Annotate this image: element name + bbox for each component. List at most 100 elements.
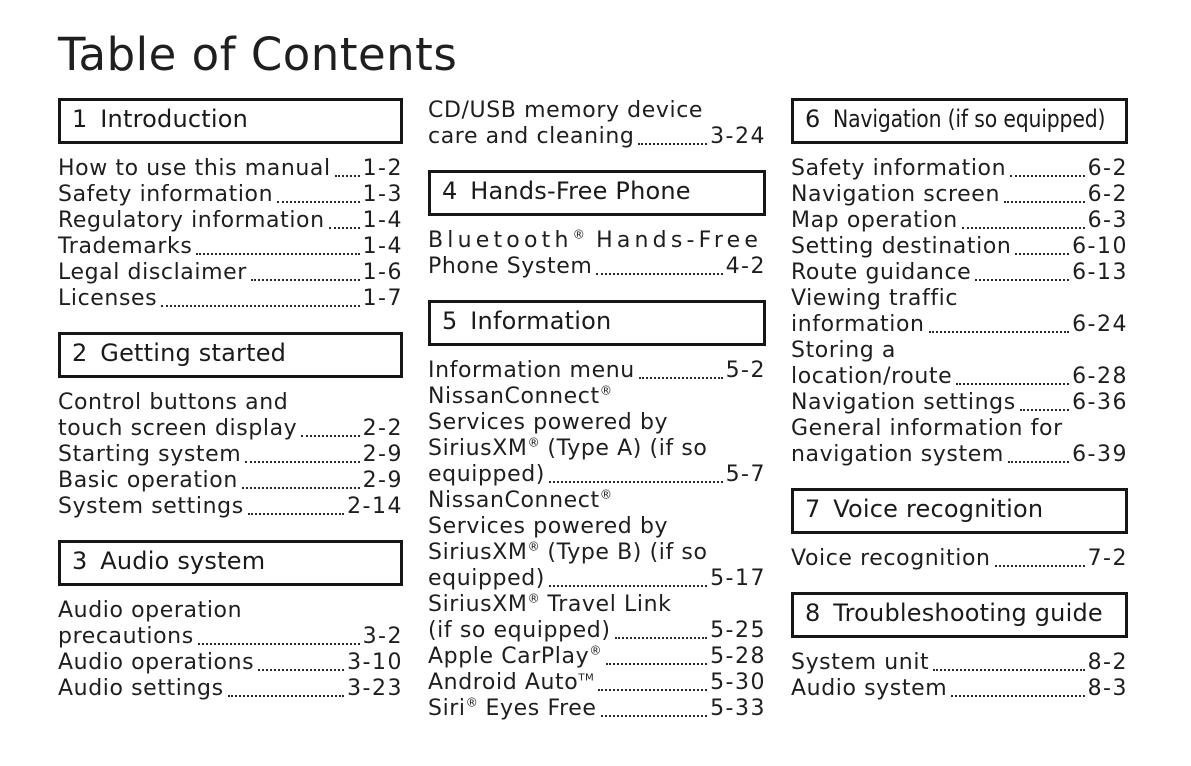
entry-page-number: 6-2	[1087, 155, 1128, 181]
dot-leader	[241, 486, 360, 489]
dot-leader	[598, 688, 708, 691]
entry-page-number: 6-10	[1072, 233, 1128, 259]
entry-page-number: 2-9	[362, 467, 403, 493]
entry-label: touch screen display	[58, 415, 298, 441]
entry-page-number: 1-6	[362, 259, 403, 285]
registered-symbol: ®	[527, 435, 540, 450]
entry-label: Basic operation	[58, 467, 238, 493]
toc-entry-line: CD/USB memory device	[428, 97, 704, 123]
chapter-number: 8	[805, 598, 821, 627]
entry-page-number: 3-24	[710, 123, 766, 149]
toc-entry: Setting destination 6-10	[791, 234, 1128, 260]
entry-page-number: 3-23	[347, 675, 403, 701]
toc-entry: Voice recognition 7-2	[791, 546, 1128, 572]
toc-entry-line: Services powered by	[428, 513, 669, 539]
dot-leader	[277, 200, 360, 203]
toc-entry: Safety information 6-2	[791, 156, 1128, 182]
chapter-number: 6	[805, 104, 821, 133]
entry-label: equipped)	[428, 565, 545, 591]
dot-leader	[596, 272, 723, 275]
entry-page-number: 1-4	[362, 207, 403, 233]
entry-page-number: 4-2	[725, 253, 766, 279]
toc-entry-line: Bluetooth® Hands-Free	[428, 227, 763, 253]
dot-leader	[975, 278, 1070, 281]
chapter-title: Troubleshooting guide	[833, 598, 1103, 627]
entry-label: How to use this manual	[58, 155, 331, 181]
dot-leader	[247, 512, 345, 515]
entry-page-number: 1-4	[362, 233, 403, 259]
entry-label: Safety information	[791, 155, 1007, 181]
toc-entry-line: Services powered by	[428, 409, 669, 435]
toc-entry-line: NissanConnect®	[428, 487, 612, 513]
entry-label: navigation system	[791, 441, 1004, 467]
entry-page-number: 3-10	[347, 649, 403, 675]
toc-entry-line: Viewing traffic	[791, 285, 959, 311]
dot-leader	[1019, 408, 1070, 411]
registered-symbol: ®	[465, 695, 478, 710]
dot-leader	[600, 714, 708, 717]
dot-leader	[928, 330, 1070, 333]
chapter-title: Audio system	[100, 546, 266, 575]
dot-leader	[933, 668, 1085, 671]
dot-leader	[1010, 174, 1085, 177]
entry-label: care and cleaning	[428, 123, 635, 149]
chapter-title: Hands-Free Phone	[470, 176, 691, 205]
registered-symbol: ®	[527, 539, 540, 554]
dot-leader	[258, 668, 345, 671]
entry-label: Starting system	[58, 441, 242, 467]
dot-leader	[250, 278, 360, 281]
entry-page-number: 6-24	[1072, 311, 1128, 337]
entry-label: Android AutoTM	[428, 669, 595, 695]
chapter-title: Voice recognition	[833, 494, 1044, 523]
toc-entry-line: Audio operation	[58, 597, 243, 623]
dot-leader	[961, 226, 1085, 229]
entry-page-number: 5-33	[710, 695, 766, 721]
toc-entry: (if so equipped)5-25	[428, 618, 766, 644]
entry-label: Audio settings	[58, 675, 224, 701]
entry-page-number: 5-28	[710, 643, 766, 669]
dot-leader	[614, 636, 708, 639]
toc-entry: Safety information 1-3	[58, 182, 403, 208]
chapter-title: Getting started	[100, 338, 287, 367]
toc-entry-line: SiriusXM® Travel Link	[428, 591, 672, 617]
entry-page-number: 1-3	[362, 181, 403, 207]
entry-label: Voice recognition	[791, 545, 991, 571]
chapter-number: 7	[805, 494, 821, 523]
entry-page-number: 2-14	[347, 493, 403, 519]
dot-leader	[197, 642, 360, 645]
chapter-number: 1	[72, 104, 88, 133]
dot-leader	[1015, 252, 1070, 255]
toc-entry-line: Storing a	[791, 337, 896, 363]
entry-label: Setting destination	[791, 233, 1012, 259]
entry-label: Navigation screen	[791, 181, 1000, 207]
dot-leader	[951, 694, 1085, 697]
entry-label: Safety information	[58, 181, 274, 207]
entry-page-number: 5-30	[710, 669, 766, 695]
entry-page-number: 7-2	[1087, 545, 1128, 571]
dot-leader	[161, 304, 360, 307]
entry-label: Route guidance	[791, 259, 972, 285]
trademark-symbol: TM	[578, 672, 595, 684]
